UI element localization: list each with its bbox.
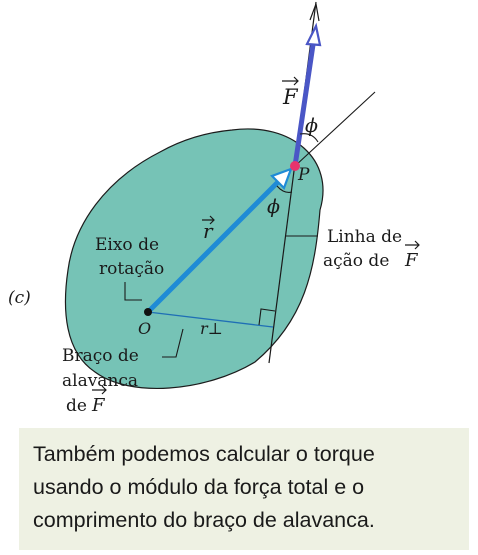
position-label: r bbox=[202, 215, 215, 243]
lever-arm-line bbox=[147, 311, 274, 328]
origin-point bbox=[144, 308, 152, 316]
angle-label-top: ϕ bbox=[305, 115, 318, 137]
torque-diagram: (c) F ϕ P ϕ r Eixo de rotação O r⊥ Linha… bbox=[8, 1, 420, 416]
r-extension-line bbox=[294, 91, 376, 167]
axis-label-line1: Eixo de bbox=[95, 235, 159, 255]
caption-line-1: Também podemos calcular o torque bbox=[33, 442, 375, 466]
action-force-label: F bbox=[404, 240, 420, 271]
lever-arm-label: r⊥ bbox=[200, 319, 223, 338]
force-label: F bbox=[282, 76, 299, 109]
caption-line-2: usando o módulo da força total e o bbox=[33, 475, 365, 499]
lever-force-symbol: F bbox=[91, 395, 106, 416]
angle-label-bottom: ϕ bbox=[267, 196, 280, 218]
lever-pointer bbox=[162, 328, 184, 358]
action-label-line2: ação de bbox=[323, 251, 389, 271]
point-p-label: P bbox=[297, 165, 310, 185]
caption-line-3: comprimento do braço de alavanca. bbox=[33, 508, 375, 532]
axis-label-line2: rotação bbox=[99, 259, 164, 279]
lever-label-line3: de bbox=[66, 396, 87, 416]
lever-label-line2: alavanca bbox=[62, 371, 138, 391]
position-vector bbox=[146, 176, 284, 314]
lever-force-label: F bbox=[91, 385, 107, 416]
angle-arc-bottom bbox=[276, 185, 293, 193]
line-of-action-arrow bbox=[309, 1, 320, 22]
action-label-line1: Linha de bbox=[327, 227, 402, 247]
force-symbol: F bbox=[282, 85, 299, 109]
rigid-body bbox=[64, 128, 324, 390]
point-p bbox=[290, 161, 300, 171]
force-vector-head bbox=[305, 22, 322, 47]
action-force-symbol: F bbox=[404, 250, 419, 271]
panel-label: (c) bbox=[8, 288, 31, 308]
caption-box: Também podemos calcular o torque usando … bbox=[19, 428, 469, 550]
lever-label-line1: Braço de bbox=[62, 346, 139, 366]
position-vector-head bbox=[270, 167, 293, 190]
right-angle-marker bbox=[258, 308, 276, 326]
angle-arc-top bbox=[299, 133, 319, 143]
force-vector bbox=[292, 37, 317, 167]
position-symbol: r bbox=[203, 219, 214, 243]
axis-pointer bbox=[124, 282, 142, 301]
origin-label: O bbox=[138, 319, 151, 338]
